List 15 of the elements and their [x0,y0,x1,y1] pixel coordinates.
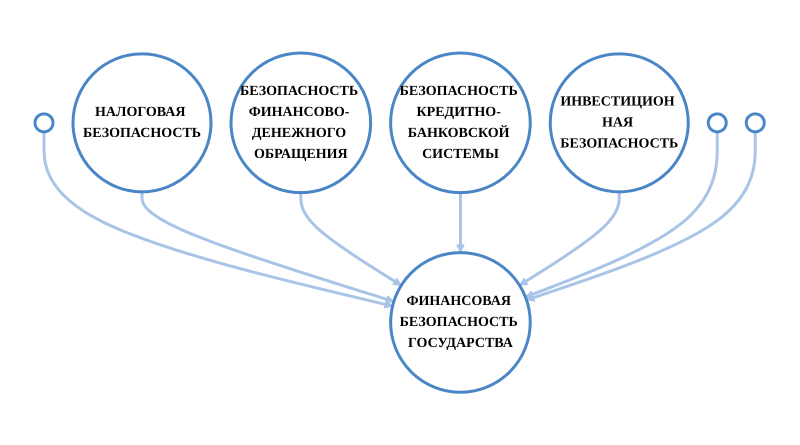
node-circle: ИНВЕСТИЦИОН НАЯ БЕЗОПАСНОСТЬ [549,52,690,194]
node-circle: ФИНАНСОВАЯ БЕЗОПАСНОСТЬ ГОСУДАРСТВА [390,251,532,394]
node-circle: БЕЗОПАСНОСТЬ ФИНАНСОВО- ДЕНЕЖНОГО ОБРАЩЕНИЯ [230,51,372,194]
arrow [520,192,622,286]
arrow [140,192,395,304]
arrow [42,132,394,308]
arrow [456,192,466,253]
arrow [525,132,720,298]
node-circle [745,112,766,134]
node-circle: НАЛОГОВАЯ БЕЗОПАСНОСТЬ [72,52,213,194]
node-circle [34,112,55,134]
arrow [526,132,758,302]
arrow [300,192,402,286]
node-circle [707,112,728,134]
node-circle: БЕЗОПАСНОСТЬ КРЕДИТНО- БАНКОВСКОЙ СИСТЕМЫ [390,51,532,194]
